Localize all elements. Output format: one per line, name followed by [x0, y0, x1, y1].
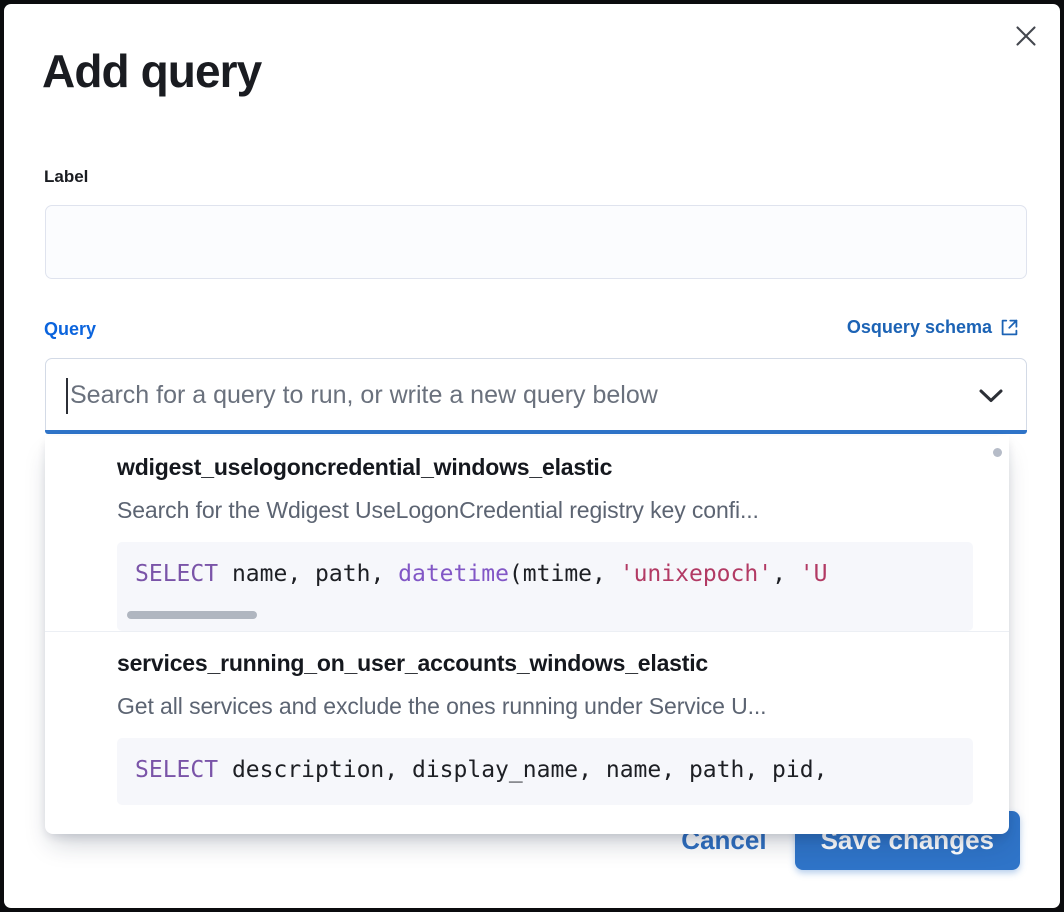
label-input[interactable]: [45, 205, 1027, 279]
dropdown-scrollbar-thumb[interactable]: [993, 448, 1002, 457]
query-suggestion-title: services_running_on_user_accounts_window…: [117, 649, 708, 676]
query-suggestion-item[interactable]: services_running_on_user_accounts_window…: [45, 630, 1009, 805]
query-suggestion-title: wdigest_uselogoncredential_windows_elast…: [117, 454, 613, 480]
query-combobox-placeholder: Search for a query to run, or write a ne…: [70, 381, 658, 409]
chevron-down-icon[interactable]: [978, 385, 1004, 407]
external-link-icon: [1000, 318, 1019, 337]
osquery-schema-link[interactable]: Osquery schema: [847, 317, 1019, 338]
osquery-schema-link-label: Osquery schema: [846, 317, 992, 337]
close-icon-button[interactable]: [1006, 16, 1046, 56]
query-suggestion-description: Get all services and exclude the ones ru…: [117, 692, 767, 719]
query-suggestion-item[interactable]: wdigest_uselogoncredential_windows_elast…: [45, 436, 1009, 631]
query-combobox[interactable]: Search for a query to run, or write a ne…: [45, 358, 1027, 432]
sql-code: SELECT name, path, datetime(mtime, 'unix…: [135, 561, 828, 587]
sql-horizontal-scrollbar[interactable]: [127, 610, 257, 619]
query-suggestion-sql-preview: SELECT name, path, datetime(mtime, 'unix…: [117, 542, 973, 631]
query-suggestions-dropdown: wdigest_uselogoncredential_windows_elast…: [45, 436, 1009, 834]
close-icon: [1013, 23, 1039, 49]
text-caret: [66, 378, 68, 414]
query-suggestion-description: Search for the Wdigest UseLogonCredentia…: [117, 497, 759, 523]
combobox-focus-underline: [45, 430, 1027, 434]
sql-code-padding: [117, 785, 973, 805]
add-query-modal: Add query Label Query Osquery schema Sea…: [4, 4, 1060, 908]
page-title: Add query: [42, 45, 262, 97]
query-field-label: Query: [44, 319, 97, 339]
label-field-label: Label: [44, 167, 89, 186]
sql-code: SELECT description, display_name, name, …: [135, 756, 828, 783]
query-suggestion-list: wdigest_uselogoncredential_windows_elast…: [45, 436, 1009, 805]
query-suggestion-sql-preview: SELECT description, display_name, name, …: [117, 737, 973, 805]
